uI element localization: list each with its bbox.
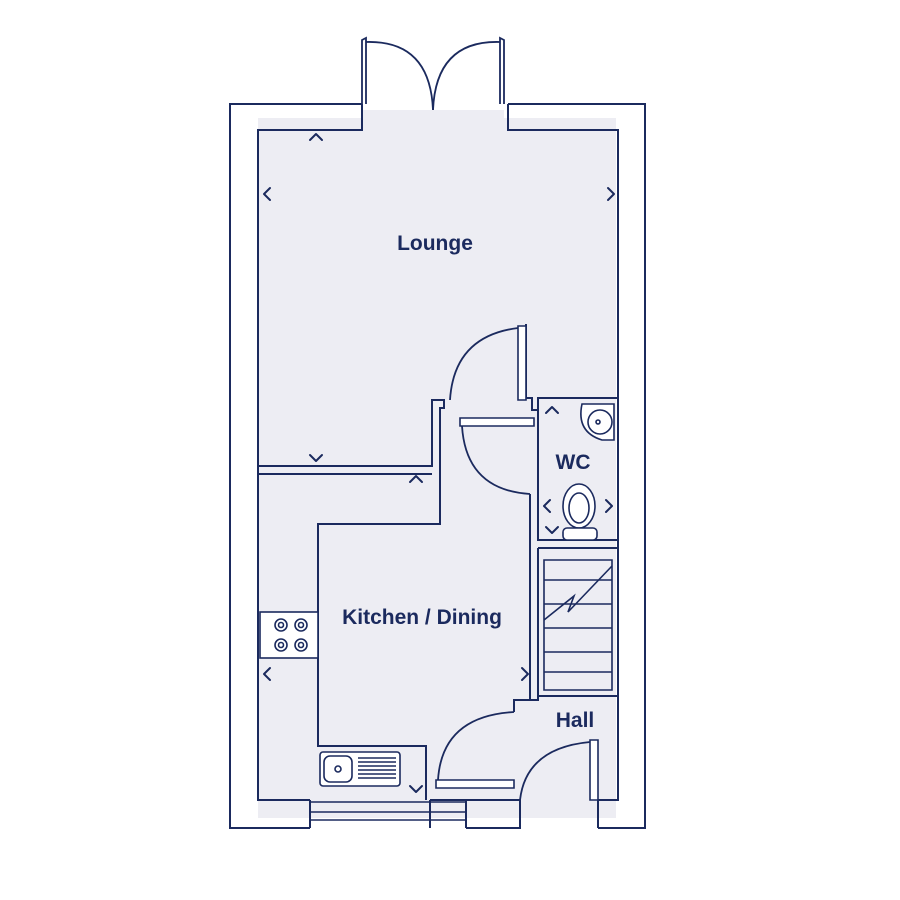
room-label-kitchen: Kitchen / Dining	[342, 606, 502, 629]
stairs-icon	[543, 559, 613, 691]
room-label-wc: WC	[556, 451, 591, 474]
kitchen-door[interactable]	[435, 711, 515, 789]
dimension-marker-icon	[263, 133, 615, 793]
basin-icon	[580, 403, 615, 441]
room-label-hall: Hall	[556, 709, 595, 732]
wc-door[interactable]	[459, 417, 535, 495]
front-door[interactable]	[519, 739, 599, 828]
front-window	[310, 801, 466, 821]
internal-walls	[258, 324, 618, 800]
room-label-lounge: Lounge	[397, 232, 473, 255]
sink-icon	[319, 751, 401, 787]
lounge-door[interactable]	[449, 325, 527, 401]
hob-icon	[259, 611, 319, 659]
french-doors[interactable]	[361, 36, 505, 111]
toilet-icon	[562, 483, 598, 541]
